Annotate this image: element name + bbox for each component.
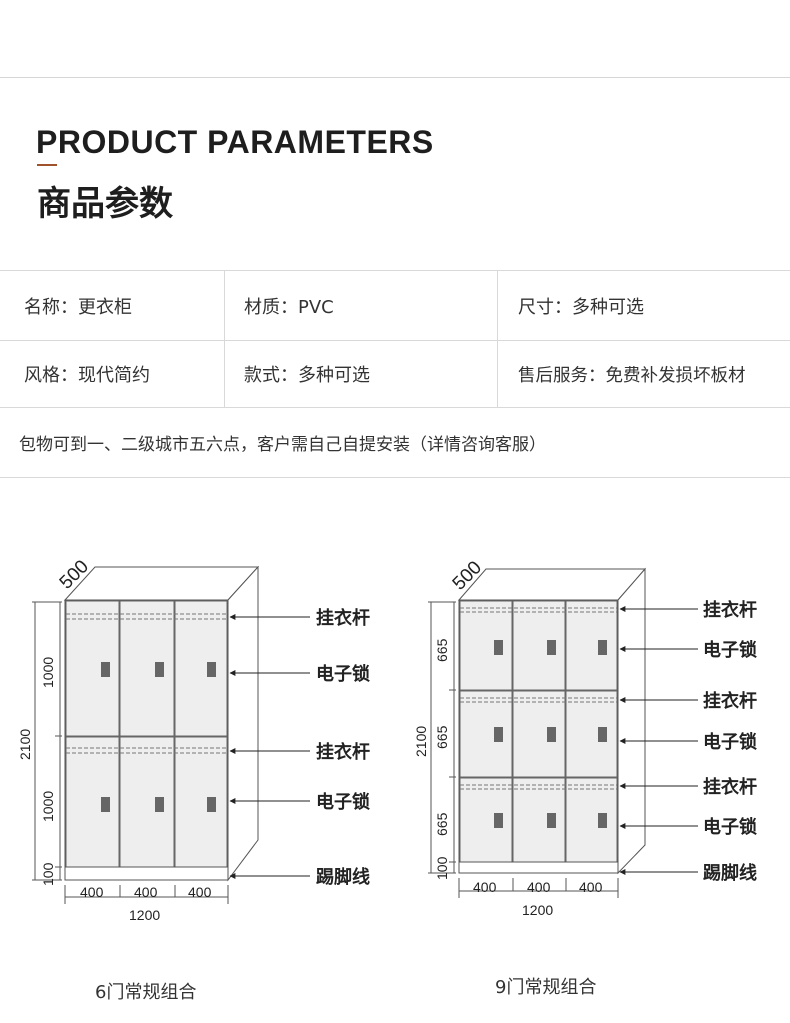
lock-icon [101,662,110,677]
dim-height-row3: 665 [434,812,450,836]
dim-width-3: 400 [579,879,603,895]
lock-icon [101,797,110,812]
lock-icon [598,640,607,655]
dim-height-lower: 1000 [40,791,56,822]
lock-icon [207,662,216,677]
callout-kickboard: 踢脚线 [316,866,370,888]
top-divider [0,77,790,78]
callout-hanging-rod: 挂衣杆 [703,776,757,798]
callout-kickboard: 踢脚线 [703,862,757,884]
locker-6-door-drawing: 500 2100 1000 1000 100 400 400 400 1200 … [17,556,370,923]
lock-icon [155,662,164,677]
lock-icon [207,797,216,812]
dim-height-total: 2100 [17,729,33,760]
dim-height-row2: 665 [434,725,450,749]
lock-icon [598,727,607,742]
dim-width-3: 400 [188,884,212,900]
lock-icon [547,813,556,828]
dim-width-1: 400 [473,879,497,895]
locker-9-door-drawing: 500 2100 665 665 665 100 400 400 400 120… [413,557,757,918]
lock-icon [494,640,503,655]
page-title-en: PRODUCT PARAMETERS [36,124,434,160]
callout-electronic-lock: 电子锁 [316,791,370,813]
lock-icon [598,813,607,828]
dim-width-2: 400 [134,884,158,900]
callout-hanging-rod: 挂衣杆 [316,607,370,629]
callout-electronic-lock: 电子锁 [703,731,757,753]
dim-width-2: 400 [527,879,551,895]
callout-electronic-lock: 电子锁 [703,639,757,661]
param-after-sales: 售后服务：免费补发损坏板材 [497,341,790,407]
param-name: 名称：更衣柜 [24,296,132,318]
param-row-3: 包物可到一、二级城市五六点，客户需自己自提安装（详情咨询客服） [0,407,790,478]
dim-height-upper: 1000 [40,657,56,688]
callout-hanging-rod: 挂衣杆 [316,741,370,763]
dim-height-base: 100 [40,862,56,886]
title-accent-bar [37,164,57,166]
dim-width-total: 1200 [129,907,160,923]
callout-electronic-lock: 电子锁 [316,663,370,685]
parameter-table: 名称：更衣柜 材质：PVC 尺寸：多种可选 风格：现代简约 款式：多种可选 售后… [0,270,790,478]
lock-icon [494,813,503,828]
dim-width-1: 400 [80,884,104,900]
lock-icon [547,640,556,655]
page-title-cn: 商品参数 [37,184,173,224]
dim-height-row1: 665 [434,638,450,662]
caption-6-door: 6门常规组合 [95,982,197,1003]
param-row-2: 风格：现代简约 款式：多种可选 售后服务：免费补发损坏板材 [0,340,790,407]
lock-icon [494,727,503,742]
dim-height-total: 2100 [413,726,429,757]
callout-hanging-rod: 挂衣杆 [703,599,757,621]
callout-electronic-lock: 电子锁 [703,816,757,838]
param-size: 尺寸：多种可选 [497,271,790,340]
dim-height-base: 100 [434,856,450,880]
param-style: 风格：现代简约 [24,365,150,386]
locker-diagrams: 500 2100 1000 1000 100 400 400 400 1200 … [0,540,790,960]
param-shipping-note: 包物可到一、二级城市五六点，客户需自己自提安装（详情咨询客服） [19,435,546,455]
lock-icon [547,727,556,742]
callout-hanging-rod: 挂衣杆 [703,690,757,712]
caption-9-door: 9门常规组合 [495,977,597,998]
param-row-1: 名称：更衣柜 材质：PVC 尺寸：多种可选 [0,270,790,340]
lock-icon [155,797,164,812]
dim-width-total: 1200 [522,902,553,918]
param-model: 款式：多种可选 [224,341,497,407]
param-material: 材质：PVC [224,271,497,340]
